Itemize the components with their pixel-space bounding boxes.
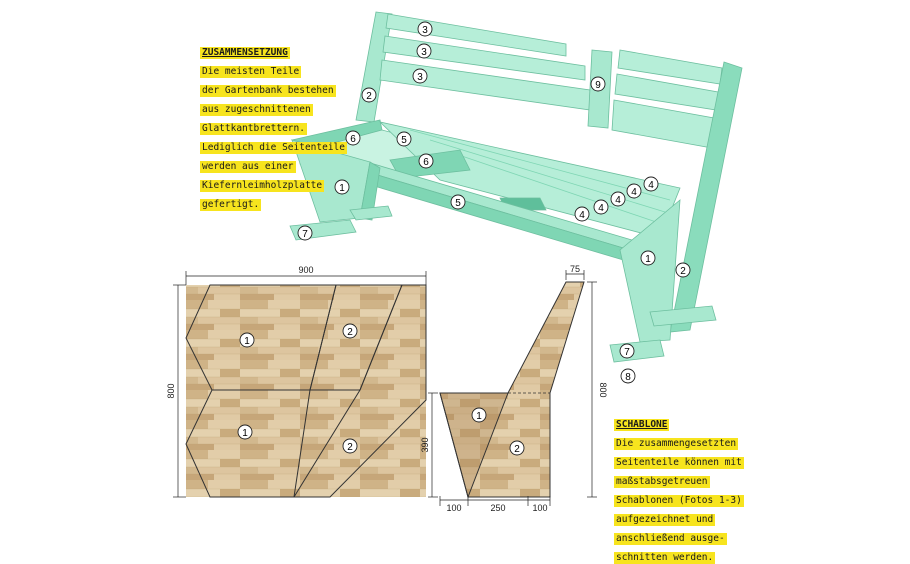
template-info-line: aufgezeichnet und <box>614 514 716 526</box>
template-info-title: SCHABLONE <box>614 419 670 431</box>
svg-text:2: 2 <box>347 327 353 338</box>
label-slat-c: 4 <box>610 191 626 207</box>
template-height-right: 800 <box>598 382 608 397</box>
assembly-info-line: aus zugeschnittenen <box>200 104 313 116</box>
assembly-info-line: Glattkantbrettern. <box>200 123 307 135</box>
left-foot-back <box>349 205 393 221</box>
template-info-line: Seitenteile können mit <box>614 457 744 469</box>
right-foot-lower <box>609 339 665 363</box>
svg-text:6: 6 <box>423 157 429 168</box>
label-foot-right-upper: 7 <box>619 343 635 359</box>
panel-label-2-lower: 2 <box>342 438 358 454</box>
label-leg-left: 1 <box>334 179 350 195</box>
label-slat-d: 4 <box>593 199 609 215</box>
template-info-line: Die zusammengesetzten <box>614 438 739 450</box>
cutting-panel: 900 800 1 2 1 2 <box>166 265 427 498</box>
svg-text:4: 4 <box>598 203 604 214</box>
panel-width-label: 900 <box>298 265 313 275</box>
svg-text:4: 4 <box>615 195 621 206</box>
label-foot-left: 7 <box>297 225 313 241</box>
right-leg <box>619 199 681 343</box>
svg-text:3: 3 <box>422 25 428 36</box>
side-part-template: 75 800 390 100 250 100 1 2 <box>420 264 608 512</box>
panel-piece-1-lower <box>185 389 311 498</box>
label-backrest-top: 3 <box>417 21 433 37</box>
template-info-line: maßstabsgetreuen <box>614 476 710 488</box>
svg-text:1: 1 <box>244 336 250 347</box>
label-backrest-mid: 3 <box>416 43 432 59</box>
right-foot-upper <box>649 305 717 327</box>
pine-glued-panel <box>186 285 426 497</box>
template-info-box: SCHABLONE Die zusammengesetzten Seitente… <box>614 412 744 564</box>
svg-text:2: 2 <box>680 266 686 277</box>
label-side-upright-right: 2 <box>675 262 691 278</box>
assembly-info-line: Kiefernleimholzplatte <box>200 180 325 192</box>
svg-text:4: 4 <box>648 180 654 191</box>
svg-text:1: 1 <box>476 411 482 422</box>
svg-text:1: 1 <box>242 428 248 439</box>
template-bottom-left: 100 <box>446 503 461 512</box>
svg-text:8: 8 <box>625 372 631 383</box>
label-slat-e: 4 <box>574 206 590 222</box>
svg-text:5: 5 <box>401 135 407 146</box>
svg-text:1: 1 <box>339 183 345 194</box>
bench-assembly-diagram: 3 3 3 9 2 6 5 6 5 1 7 4 4 4 4 4 1 2 7 8 <box>166 11 743 512</box>
label-seat-support: 5 <box>450 194 466 210</box>
svg-text:2: 2 <box>347 442 353 453</box>
assembly-info-title: ZUSAMMENSETZUNG <box>200 47 290 59</box>
label-leg-right: 1 <box>640 250 656 266</box>
svg-text:9: 9 <box>595 80 601 91</box>
assembly-info-line: gefertigt. <box>200 199 262 211</box>
template-info-line: anschließend ausge- <box>614 533 727 545</box>
panel-label-1-upper: 1 <box>239 332 255 348</box>
label-back-support: 9 <box>590 76 606 92</box>
left-leg-side <box>359 161 381 221</box>
label-seat-frame-end: 6 <box>345 130 361 146</box>
svg-text:7: 7 <box>302 229 308 240</box>
panel-dimension-lines <box>173 271 427 498</box>
assembly-info-line: Die meisten Teile <box>200 66 302 78</box>
label-slat-a: 4 <box>643 176 659 192</box>
assembly-info-line: Lediglich die Seitenteile <box>200 142 347 154</box>
template-top-width: 75 <box>570 264 580 274</box>
template-bottom-right: 100 <box>532 503 547 512</box>
label-seat-rail: 5 <box>396 131 412 147</box>
label-side-upright-left: 2 <box>361 87 377 103</box>
panel-height-label: 800 <box>166 383 176 398</box>
backrest-board-mid <box>382 35 586 81</box>
svg-text:2: 2 <box>366 91 372 102</box>
label-seat-inner-block: 6 <box>418 153 434 169</box>
template-height-left: 390 <box>420 437 430 452</box>
svg-text:3: 3 <box>417 72 423 83</box>
bench-part-labels: 3 3 3 9 2 6 5 6 5 1 7 4 4 4 4 4 1 2 7 8 <box>297 21 691 384</box>
label-backrest-low: 3 <box>412 68 428 84</box>
template-label-2: 2 <box>509 440 525 456</box>
assembly-info-line: werden aus einer <box>200 161 296 173</box>
template-piece-1 <box>439 392 509 499</box>
panel-label-1-lower: 1 <box>237 424 253 440</box>
svg-text:1: 1 <box>645 254 651 265</box>
template-info-line: Schablonen (Fotos 1-3) <box>614 495 744 507</box>
svg-text:4: 4 <box>631 187 637 198</box>
label-slat-b: 4 <box>626 183 642 199</box>
svg-text:3: 3 <box>421 47 427 58</box>
svg-text:2: 2 <box>514 444 520 455</box>
template-info-line: schnitten werden. <box>614 552 716 564</box>
template-bottom-mid: 250 <box>490 503 505 512</box>
panel-label-2-upper: 2 <box>342 323 358 339</box>
assembly-info-box: ZUSAMMENSETZUNG Die meisten Teile der Ga… <box>200 40 347 211</box>
template-label-1: 1 <box>471 407 487 423</box>
svg-text:4: 4 <box>579 210 585 221</box>
svg-text:7: 7 <box>624 347 630 358</box>
label-foot-right-lower: 8 <box>620 368 636 384</box>
backrest-board-top <box>385 13 567 57</box>
assembly-info-line: der Gartenbank bestehen <box>200 85 336 97</box>
svg-text:5: 5 <box>455 198 461 209</box>
template-dimension-lines <box>428 270 597 506</box>
svg-text:6: 6 <box>350 134 356 145</box>
